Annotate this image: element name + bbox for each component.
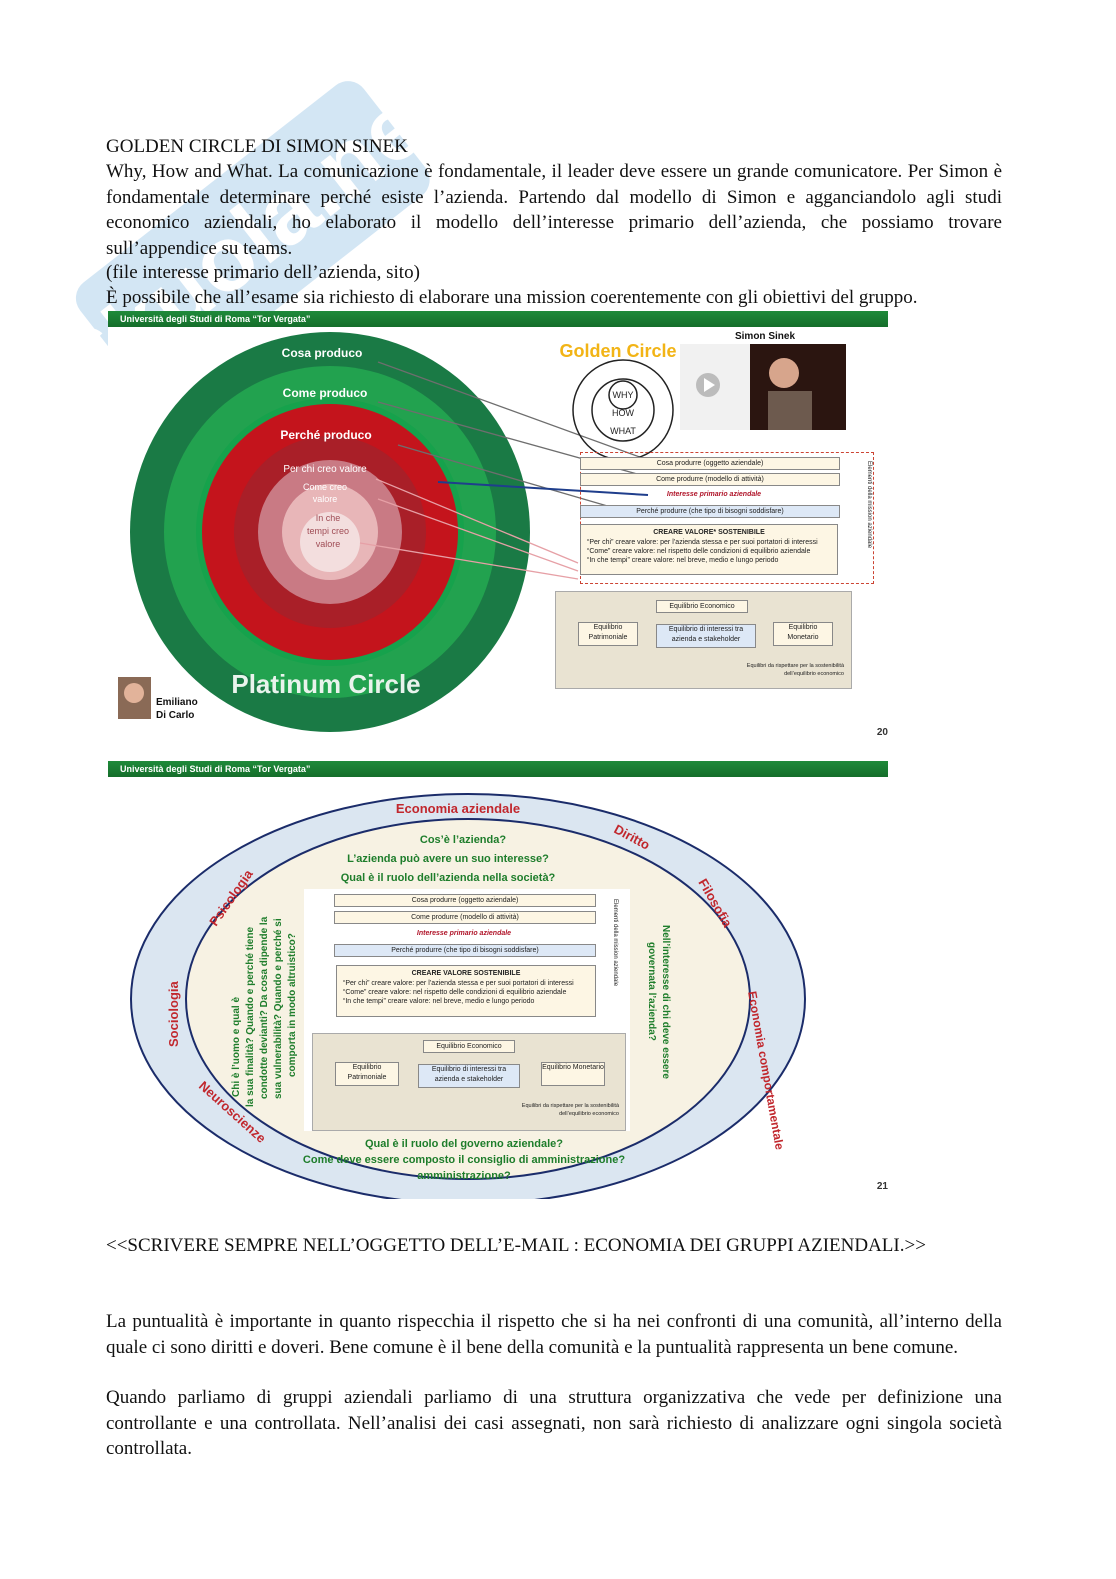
eq-economico: Equilibrio Economico xyxy=(656,600,748,613)
paragraph-exam-note: È possibile che all’esame sia richiesto … xyxy=(106,287,918,308)
flow-interesse: Interesse primario aziendale xyxy=(666,491,762,498)
flow2-interesse: Interesse primario aziendale xyxy=(416,930,512,937)
flow-side-label: Elementi della mission aziendale xyxy=(866,461,872,549)
eq2-note: Equilibri da rispettare per la sostenibi… xyxy=(521,1103,619,1117)
eq2-economico: Equilibrio Economico xyxy=(423,1040,515,1053)
slide-interdisciplinary: Università degli Studi di Roma “Tor Verg… xyxy=(108,761,888,1199)
eq2-interessi: Equilibrio di interessi tra azienda e st… xyxy=(418,1064,520,1088)
outer-economia-aziendale: Economia aziendale xyxy=(396,801,520,816)
slide-platinum-circle: Università degli Studi di Roma “Tor Verg… xyxy=(108,311,888,746)
flow2-bullet-2: “Come” creare valore: nel rispetto delle… xyxy=(343,989,567,996)
flow2-cosa: Cosa produrre (oggetto aziendale) xyxy=(334,894,596,907)
flow2-bullet-3: “In che tempi” creare valore: nel breve,… xyxy=(343,998,535,1005)
ring-label-cosa: Cosa produco xyxy=(282,346,363,360)
ring-label-come: Come produco xyxy=(283,386,368,400)
question-left-3: condotte devianti? Da cosa dipende la xyxy=(259,916,270,1099)
golden-why: WHY xyxy=(613,390,634,400)
question-left-5: comporta in modo altruistico? xyxy=(287,933,298,1077)
ring-label-perche: Perché produco xyxy=(280,428,371,442)
ring-label-tempi-3: valore xyxy=(316,539,341,549)
document-heading: GOLDEN CIRCLE DI SIMON SINEK xyxy=(106,136,408,157)
slide-page-number: 21 xyxy=(876,1181,888,1192)
golden-circle-title: Golden Circle xyxy=(559,341,676,361)
ring-label-per-chi: Per chi creo valore xyxy=(283,464,367,475)
question-left-4: sua vulnerabilità? Quando e perché si xyxy=(273,918,284,1099)
question-top-1: Cos’è l’azienda? xyxy=(420,834,506,846)
ring-label-tempi-1: In che xyxy=(316,513,341,523)
author-first-name: Emiliano xyxy=(156,697,198,708)
eq-interessi: Equilibrio di interessi tra azienda e st… xyxy=(656,624,756,648)
eq-patrimoniale: Equilibrio Patrimoniale xyxy=(578,622,638,646)
question-right-2: governata l’azienda? xyxy=(646,942,657,1041)
outer-sociologia: Sociologia xyxy=(166,981,181,1048)
paragraph-file-note: (file interesse primario dell’azienda, s… xyxy=(106,262,420,283)
slide-header-bar: Università degli Studi di Roma “Tor Verg… xyxy=(108,761,888,777)
equilibrium-panel: Equilibrio Economico Equilibrio Patrimon… xyxy=(555,591,852,689)
author-last-name: Di Carlo xyxy=(156,710,194,721)
eq2-patrimoniale: Equilibrio Patrimoniale xyxy=(335,1062,399,1086)
question-top-2: L’azienda può avere un suo interesse? xyxy=(347,853,549,865)
paragraph-intro: Why, How and What. La comunicazione è fo… xyxy=(106,161,1002,259)
golden-what: WHAT xyxy=(610,426,636,436)
platinum-circle-diagram: Cosa produco Come produco Perché produco… xyxy=(118,331,846,732)
flow-come: Come produrre (modello di attività) xyxy=(580,473,840,486)
golden-how: HOW xyxy=(612,408,635,418)
flow-cosa: Cosa produrre (oggetto aziendale) xyxy=(580,457,840,470)
ring-label-come-creo: Come creo xyxy=(303,482,347,492)
question-top-3: Qual è il ruolo dell’azienda nella socie… xyxy=(341,872,556,884)
flow2-creare-box: CREARE VALORE SOSTENIBILE “Per chi” crea… xyxy=(336,965,596,1017)
ring-label-platinum: Platinum Circle xyxy=(231,669,420,699)
flow-perche: Perché produrre (che tipo di bisogni sod… xyxy=(580,505,840,518)
flow2-come: Come produrre (modello di attività) xyxy=(334,911,596,924)
embedded-mission-diagram: Cosa produrre (oggetto aziendale) Come p… xyxy=(304,889,630,1131)
flow-bullet-1: “Per chi” creare valore: per l’azienda s… xyxy=(587,539,818,546)
flow2-creare-title: CREARE VALORE SOSTENIBILE xyxy=(411,970,521,977)
flow-creare-box: CREARE VALORE* SOSTENIBILE “Per chi” cre… xyxy=(580,524,838,575)
question-bottom-1: Qual è il ruolo del governo aziendale? xyxy=(365,1138,563,1150)
speaker-name: Simon Sinek xyxy=(735,331,795,342)
flow-creare-title: CREARE VALORE* SOSTENIBILE xyxy=(653,529,765,536)
question-left-1: Chi è l’uomo e qual è xyxy=(231,997,242,1097)
flow2-perche: Perché produrre (che tipo di bisogni sod… xyxy=(334,944,596,957)
flow-bullet-2: “Come” creare valore: nel rispetto delle… xyxy=(587,548,811,555)
equilibrium-panel-2: Equilibrio Economico Equilibrio Patrimon… xyxy=(312,1033,626,1131)
ring-label-come-creo-2: valore xyxy=(313,494,338,504)
mission-elements-frame xyxy=(580,452,874,584)
eq-note: Equilibri da rispettare per la sostenibi… xyxy=(746,663,844,677)
question-bottom-3: amministrazione? xyxy=(417,1170,511,1182)
email-subject-note: <<SCRIVERE SEMPRE NELL’OGGETTO DELL’E-MA… xyxy=(106,1235,926,1256)
question-bottom-2: Come deve essere composto il consiglio d… xyxy=(303,1154,625,1166)
paragraph-groups: Quando parliamo di gruppi aziendali parl… xyxy=(106,1387,1002,1459)
paragraph-punctuality: La puntualità è importante in quanto ris… xyxy=(106,1311,1002,1358)
question-left-2: la sua finalità? Quando e perché tiene xyxy=(245,927,256,1107)
eq-monetario: Equilibrio Monetario xyxy=(773,622,833,646)
flow2-bullet-1: “Per chi” creare valore: per l’azienda s… xyxy=(343,980,574,987)
question-right-1: Nell’interesse di chi deve essere xyxy=(660,925,671,1079)
flow2-side-label: Elementi della mission aziendale xyxy=(612,899,618,987)
flow-bullet-3: “In che tempi” creare valore: nel breve,… xyxy=(587,557,779,564)
eq2-monetario: Equilibrio Monetario xyxy=(541,1062,605,1086)
ring-label-tempi-2: tempi creo xyxy=(307,526,349,536)
slide-header-bar: Università degli Studi di Roma “Tor Verg… xyxy=(108,311,888,327)
slide-page-number: 20 xyxy=(876,727,888,738)
